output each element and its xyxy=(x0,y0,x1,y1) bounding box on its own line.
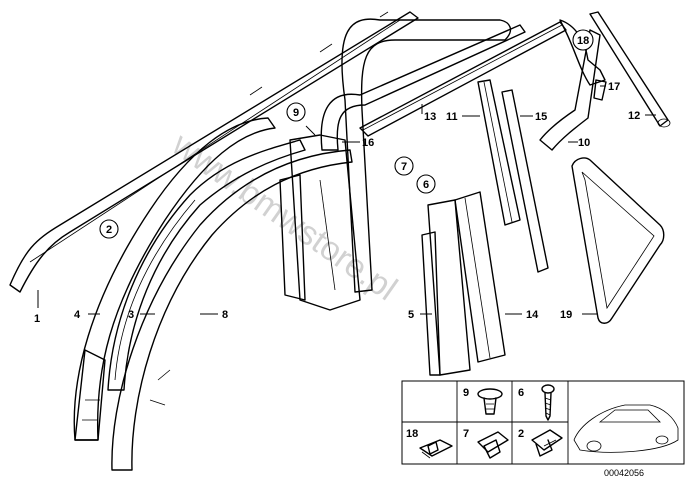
callout-labels: 1 2 4 3 8 9 16 13 11 15 10 17 12 18 7 6 … xyxy=(34,29,640,325)
legend-label-2: 2 xyxy=(518,428,524,440)
part-1-roof-moulding[interactable] xyxy=(9,11,419,293)
part-12-rear-trim-strip[interactable] xyxy=(589,11,671,128)
diagram-code: 00042056 xyxy=(604,468,644,478)
label-5: 5 xyxy=(408,309,414,321)
label-17: 17 xyxy=(608,81,620,93)
label-9: 9 xyxy=(293,107,299,119)
label-4: 4 xyxy=(74,309,81,321)
label-2-circle xyxy=(99,219,119,239)
label-19: 19 xyxy=(560,309,572,321)
label-3: 3 xyxy=(128,309,134,321)
label-15: 15 xyxy=(535,111,547,123)
retaining-clip-icon xyxy=(477,431,509,459)
double-clip-icon xyxy=(531,429,563,457)
label-8: 8 xyxy=(222,309,228,321)
screw-icon xyxy=(541,384,555,421)
part-14-pillar-panel[interactable] xyxy=(454,191,506,363)
label-13: 13 xyxy=(424,111,436,123)
car-icon xyxy=(573,404,679,453)
part-11-pillar-strip[interactable] xyxy=(477,79,521,226)
label-1: 1 xyxy=(34,313,40,325)
label-9-circle xyxy=(286,102,306,122)
part-17-clip[interactable] xyxy=(593,79,607,101)
label-7: 7 xyxy=(401,161,407,173)
part-4-a-pillar-trim[interactable] xyxy=(73,117,276,441)
part-15-pillar-strip[interactable] xyxy=(501,89,549,273)
part-16-b-pillar-cover[interactable] xyxy=(279,18,526,311)
part-10-corner-piece[interactable] xyxy=(539,19,606,151)
label-10: 10 xyxy=(578,137,590,149)
part-5-pillar-panel[interactable] xyxy=(421,199,471,376)
trim-clip-icon xyxy=(419,439,453,459)
label-2: 2 xyxy=(106,224,112,236)
legend-label-7: 7 xyxy=(463,428,469,440)
legend-label-6: 6 xyxy=(518,387,524,399)
label-14: 14 xyxy=(526,309,539,321)
part-19-quarter-window[interactable] xyxy=(571,157,665,324)
label-12: 12 xyxy=(628,110,640,122)
leader-lines xyxy=(37,85,656,315)
legend-label-9: 9 xyxy=(463,387,469,399)
part-13-window-sill-strip[interactable] xyxy=(359,21,567,137)
label-11: 11 xyxy=(446,111,458,123)
part-3-window-channel[interactable] xyxy=(107,139,306,391)
legend-label-18: 18 xyxy=(406,428,418,440)
label-16: 16 xyxy=(362,137,374,149)
label-18: 18 xyxy=(577,35,589,47)
label-7-circle xyxy=(394,156,414,176)
label-6: 6 xyxy=(423,179,429,191)
label-18-circle xyxy=(572,29,594,51)
legend-box: 9 6 18 7 2 xyxy=(401,380,685,465)
push-clip-icon xyxy=(477,388,503,415)
label-6-circle xyxy=(416,174,436,194)
